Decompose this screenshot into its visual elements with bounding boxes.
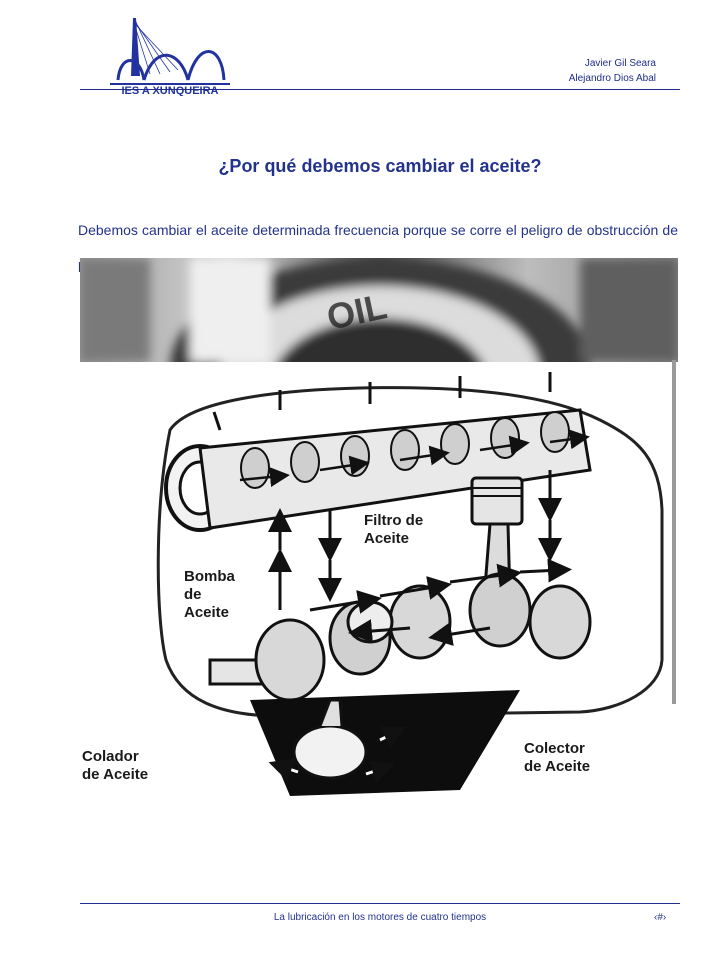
header-divider (80, 89, 680, 90)
author-name: Javier Gil Seara (584, 58, 656, 69)
label-oil-sump: Colector de Aceite (524, 740, 591, 775)
footer-divider (80, 903, 680, 904)
label-oil-strainer: Colador de Aceite (82, 748, 149, 783)
engine-lubrication-diagram: Filtro de Aceite Bomba de Aceite Colador… (80, 360, 680, 810)
label-oil-pump: Bomba de Aceite (184, 568, 235, 621)
school-logo: IES A XUNQUEIRA (100, 14, 240, 97)
label-oil-filter: Filtro de Aceite (364, 512, 424, 547)
authors-block: Javier Gil Seara Alejandro Dios Abal (569, 56, 656, 86)
footer-title: La lubricación en los motores de cuatro … (273, 912, 487, 923)
oil-cap-photo: OIL (80, 258, 678, 362)
page-title: ¿Por qué debemos cambiar el aceite? (218, 156, 542, 176)
logo-wordmark: IES A XUNQUEIRA (122, 85, 219, 96)
author-name: Alejandro Dios Abal (568, 73, 656, 84)
page-number: ‹#› (654, 912, 667, 923)
